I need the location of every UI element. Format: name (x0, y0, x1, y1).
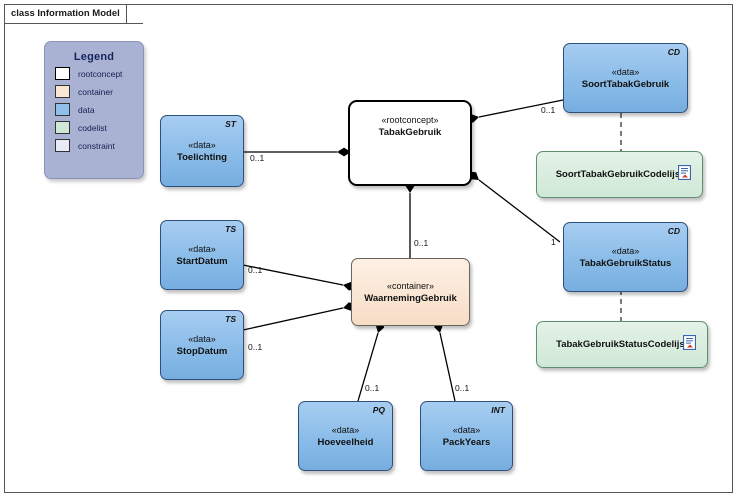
class-tabakgebruikstatuscodelijst-name: TabakGebruikStatusCodelijst (556, 339, 688, 350)
frame-tab-corner (126, 5, 143, 24)
class-soorttabakgebruikcodelijst[interactable]: SoortTabakGebruikCodelijst (536, 151, 703, 198)
class-stopdatum-corner: TS (225, 314, 236, 324)
class-tabakgebruik[interactable]: «rootconcept» TabakGebruik (348, 100, 472, 186)
class-tabakgebruik-stereotype: «rootconcept» (381, 115, 439, 125)
class-soorttabakgebruik-name: SoortTabakGebruik (581, 78, 670, 90)
legend-label-codelist: codelist (78, 122, 107, 133)
class-startdatum-stereotype: «data» (188, 243, 216, 254)
multiplicity-soorttabak: 0..1 (541, 105, 556, 115)
multiplicity-stopdatum: 0..1 (248, 342, 263, 352)
legend-swatch-rootconcept (55, 67, 70, 80)
class-packyears-corner: INT (491, 405, 505, 415)
class-toelichting-corner: ST (225, 119, 236, 129)
frame-label-tab: class Information Model (5, 4, 143, 24)
class-toelichting-name: Toelichting (177, 151, 227, 163)
class-tabakgebruikstatus-corner: CD (667, 226, 680, 236)
class-waarneminggebruik-name: WaarnemingGebruik (364, 292, 457, 304)
legend-label-constraint: constraint (78, 140, 115, 151)
document-icon (677, 164, 692, 185)
multiplicity-toelichting: 0..1 (250, 153, 265, 163)
legend-item-constraint: constraint (55, 138, 143, 153)
class-startdatum[interactable]: TS «data» StartDatum (160, 220, 244, 290)
class-tabakgebruikstatuscodelijst[interactable]: TabakGebruikStatusCodelijst (536, 321, 708, 368)
legend-title: Legend (73, 51, 115, 63)
class-hoeveelheid-stereotype: «data» (331, 424, 360, 435)
legend-panel: Legend rootconcept container data codeli… (44, 41, 144, 179)
class-hoeveelheid-corner: PQ (372, 405, 385, 415)
class-toelichting-stereotype: «data» (188, 139, 216, 150)
multiplicity-packyears: 0..1 (455, 383, 470, 393)
class-stopdatum-name: StopDatum (176, 345, 228, 357)
legend-swatch-container (55, 85, 70, 98)
class-soorttabakgebruik-corner: CD (667, 47, 680, 57)
multiplicity-startdatum: 0..1 (248, 265, 263, 275)
multiplicity-tabakstatus: 1 (551, 237, 556, 247)
class-packyears[interactable]: INT «data» PackYears (420, 401, 513, 471)
legend-item-codelist: codelist (55, 120, 143, 135)
class-startdatum-name: StartDatum (176, 255, 228, 267)
class-hoeveelheid[interactable]: PQ «data» Hoeveelheid (298, 401, 393, 471)
legend-item-data: data (55, 102, 143, 117)
legend-swatch-codelist (55, 121, 70, 134)
class-stopdatum-stereotype: «data» (188, 333, 216, 344)
legend-swatch-data (55, 103, 70, 116)
multiplicity-hoeveelheid: 0..1 (365, 383, 380, 393)
legend-label-container: container (78, 86, 113, 97)
class-toelichting[interactable]: ST «data» Toelichting (160, 115, 244, 187)
class-tabakgebruikstatus-name: TabakGebruikStatus (579, 257, 672, 269)
class-startdatum-corner: TS (225, 224, 236, 234)
class-stopdatum[interactable]: TS «data» StopDatum (160, 310, 244, 380)
class-soorttabakgebruik[interactable]: CD «data» SoortTabakGebruik (563, 43, 688, 113)
class-waarneminggebruik[interactable]: «container» WaarnemingGebruik (351, 258, 470, 326)
multiplicity-waarneming: 0..1 (414, 238, 429, 248)
legend-swatch-constraint (55, 139, 70, 152)
document-icon (682, 334, 697, 355)
class-tabakgebruikstatus[interactable]: CD «data» TabakGebruikStatus (563, 222, 688, 292)
class-packyears-name: PackYears (442, 436, 491, 448)
class-soorttabakgebruik-stereotype: «data» (611, 66, 640, 77)
frame-label-text: class Information Model (11, 8, 120, 19)
legend-item-rootconcept: rootconcept (55, 66, 143, 81)
legend-label-data: data (78, 104, 95, 115)
class-tabakgebruik-name: TabakGebruik (378, 127, 442, 138)
class-tabakgebruikstatus-stereotype: «data» (611, 245, 640, 256)
legend-label-rootconcept: rootconcept (78, 68, 123, 79)
class-soorttabakgebruikcodelijst-name: SoortTabakGebruikCodelijst (555, 169, 684, 180)
class-packyears-stereotype: «data» (452, 424, 481, 435)
legend-item-container: container (55, 84, 143, 99)
class-waarneminggebruik-stereotype: «container» (386, 280, 435, 291)
class-hoeveelheid-name: Hoeveelheid (317, 436, 374, 448)
